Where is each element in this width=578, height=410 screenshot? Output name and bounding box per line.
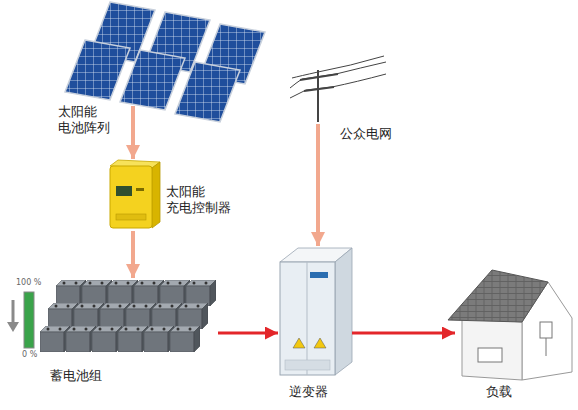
power-line (290, 56, 386, 122)
component-node: 太阳能 电池阵列 (45, 0, 265, 106)
component-node: 太阳能 充电控制器 (108, 159, 160, 231)
component-node: 逆变器 (278, 246, 352, 376)
charge-level-label: 100 % (16, 279, 41, 288)
battery (40, 326, 70, 352)
battery (126, 303, 156, 329)
solar-panel (175, 62, 240, 122)
battery (134, 280, 164, 306)
battery (66, 326, 96, 352)
battery (152, 303, 182, 329)
battery (170, 326, 200, 352)
cabinet-vent (285, 360, 330, 370)
battery (82, 280, 112, 306)
power-flow-arrow (131, 231, 135, 278)
solar-panel (120, 50, 185, 110)
house-wire (546, 338, 547, 356)
battery (108, 280, 138, 306)
battery (144, 326, 174, 352)
component-node: 蓄电池组 (38, 278, 218, 356)
warning-sign (293, 338, 305, 348)
meter-box (540, 322, 552, 338)
component-node: 公众电网 (288, 62, 386, 124)
battery (178, 303, 208, 329)
cabinet-door-split (307, 262, 308, 375)
component-node: 负载 (455, 268, 573, 380)
power-flow-arrow (316, 124, 320, 246)
component-label: 太阳能 充电控制器 (166, 184, 231, 215)
battery (92, 326, 122, 352)
charge-bar (24, 292, 34, 348)
power-flow-arrow (131, 106, 135, 159)
charge-indicator (7, 292, 34, 348)
battery (56, 280, 86, 306)
charge-controller (110, 160, 160, 228)
component-label: 公众电网 (340, 126, 392, 142)
cabinet-front (280, 262, 335, 375)
discharge-arrow (12, 300, 15, 324)
house-front-wall (462, 318, 522, 380)
power-flow-arrow (352, 332, 455, 335)
component-label: 蓄电池组 (50, 368, 102, 384)
cabinet-side (335, 248, 352, 375)
battery (48, 303, 78, 329)
inverter-cabinet (280, 248, 352, 375)
controller-display (116, 186, 132, 196)
component-label: 逆变器 (289, 384, 328, 400)
battery (118, 326, 148, 352)
cabinet-logo (310, 272, 328, 278)
discharge-arrowhead (7, 322, 19, 332)
controller-button (136, 188, 144, 191)
component-label: 太阳能 电池阵列 (58, 104, 110, 135)
warning-sign (314, 338, 326, 348)
charge-level-label: 0 % (22, 351, 37, 360)
component-label: 负载 (486, 384, 512, 400)
solar-panel (65, 40, 130, 100)
house (448, 270, 572, 380)
controller-terminal (116, 214, 146, 220)
power-flow-arrow (218, 332, 278, 335)
house-roof (448, 270, 548, 322)
wire (290, 74, 386, 98)
battery (100, 303, 130, 329)
battery (186, 280, 216, 306)
controller-body (110, 166, 152, 228)
appliance (478, 348, 502, 362)
battery (74, 303, 104, 329)
battery (160, 280, 190, 306)
controller-side (152, 162, 160, 228)
wire (292, 56, 384, 78)
battery-bank (40, 280, 216, 352)
